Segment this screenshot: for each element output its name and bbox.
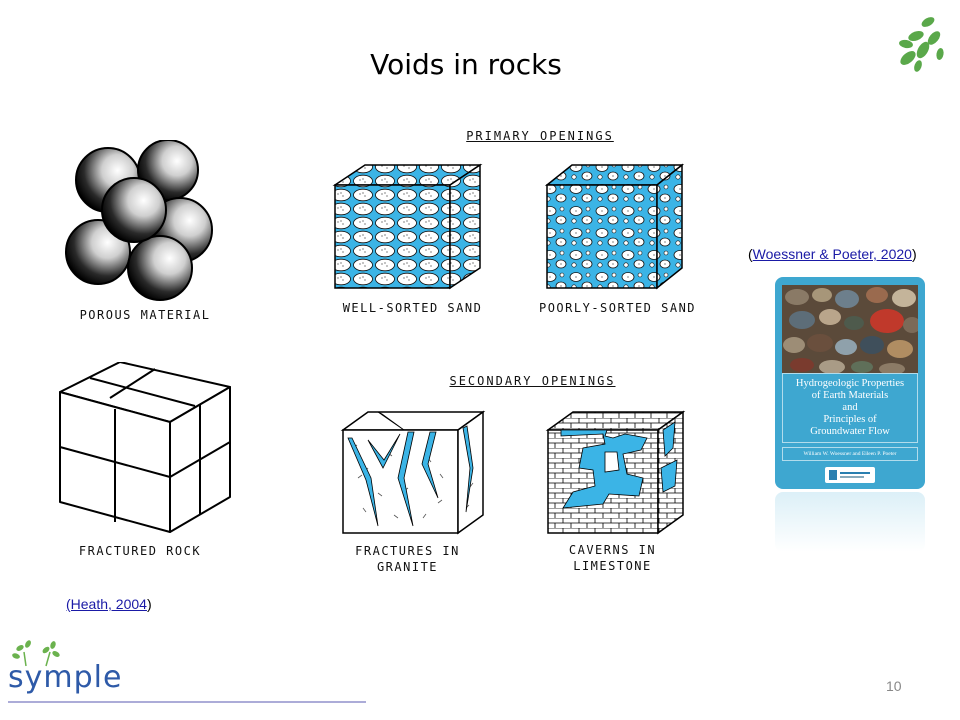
book-title-line-5: Groundwater Flow xyxy=(810,426,890,437)
fractured-rock-illustration xyxy=(59,362,231,533)
woessner-close-paren: ) xyxy=(911,246,917,262)
citation-heath: (Heath, 2004) xyxy=(66,596,152,612)
label-caverns-in: CAVERNS IN xyxy=(568,543,657,557)
label-well-sorted-sand: WELL-SORTED SAND xyxy=(342,301,483,315)
page-number: 10 xyxy=(886,678,902,694)
label-fractures-in: FRACTURES IN xyxy=(355,544,460,558)
book-cover-title-block: Hydrogeologic Properties of Earth Materi… xyxy=(782,373,918,443)
symple-logo-icon xyxy=(8,640,366,703)
label-fractured-rock: FRACTURED ROCK xyxy=(78,544,202,558)
leaves-logo-icon xyxy=(899,17,944,72)
header-primary-openings: PRIMARY OPENINGS xyxy=(466,129,614,143)
well-sorted-sand-illustration xyxy=(332,163,483,290)
label-limestone: LIMESTONE xyxy=(573,559,652,573)
book-title-line-3: and xyxy=(842,402,858,413)
label-granite: GRANITE xyxy=(376,560,439,574)
book-cover-image[interactable]: Hydrogeologic Properties of Earth Materi… xyxy=(775,277,925,489)
book-title-line-4: Principles of xyxy=(823,414,877,425)
citation-woessner: (Woessner & Poeter, 2020) xyxy=(748,246,917,262)
book-authors: William W. Woessner and Eileen P. Poeter xyxy=(803,451,897,457)
book-publisher-logo xyxy=(825,467,875,483)
book-title-line-1: Hydrogeologic Properties xyxy=(795,378,905,389)
slide-title: Voids in rocks xyxy=(370,48,562,81)
book-cover-authors-block: William W. Woessner and Eileen P. Poeter xyxy=(782,447,918,461)
label-poorly-sorted-sand: POORLY-SORTED SAND xyxy=(538,301,697,315)
woessner-poeter-link[interactable]: Woessner & Poeter, 2020 xyxy=(752,246,912,262)
book-cover-reflection xyxy=(775,492,925,552)
book-cover-pebbles-photo xyxy=(782,285,918,373)
porous-material-illustration xyxy=(65,140,213,301)
header-secondary-openings: SECONDARY OPENINGS xyxy=(449,374,616,388)
book-title-line-2: of Earth Materials xyxy=(811,390,889,401)
label-porous-material: POROUS MATERIAL xyxy=(79,308,211,322)
poorly-sorted-sand-illustration xyxy=(544,163,685,290)
woessner-open-paren: ( xyxy=(748,246,753,262)
fractures-in-granite-illustration xyxy=(340,410,486,535)
symple-logo-text: symple xyxy=(8,660,123,695)
heath-close-paren: ) xyxy=(146,596,152,612)
heath-link[interactable]: (Heath, 2004 xyxy=(66,596,147,612)
caverns-in-limestone-illustration xyxy=(545,410,686,535)
